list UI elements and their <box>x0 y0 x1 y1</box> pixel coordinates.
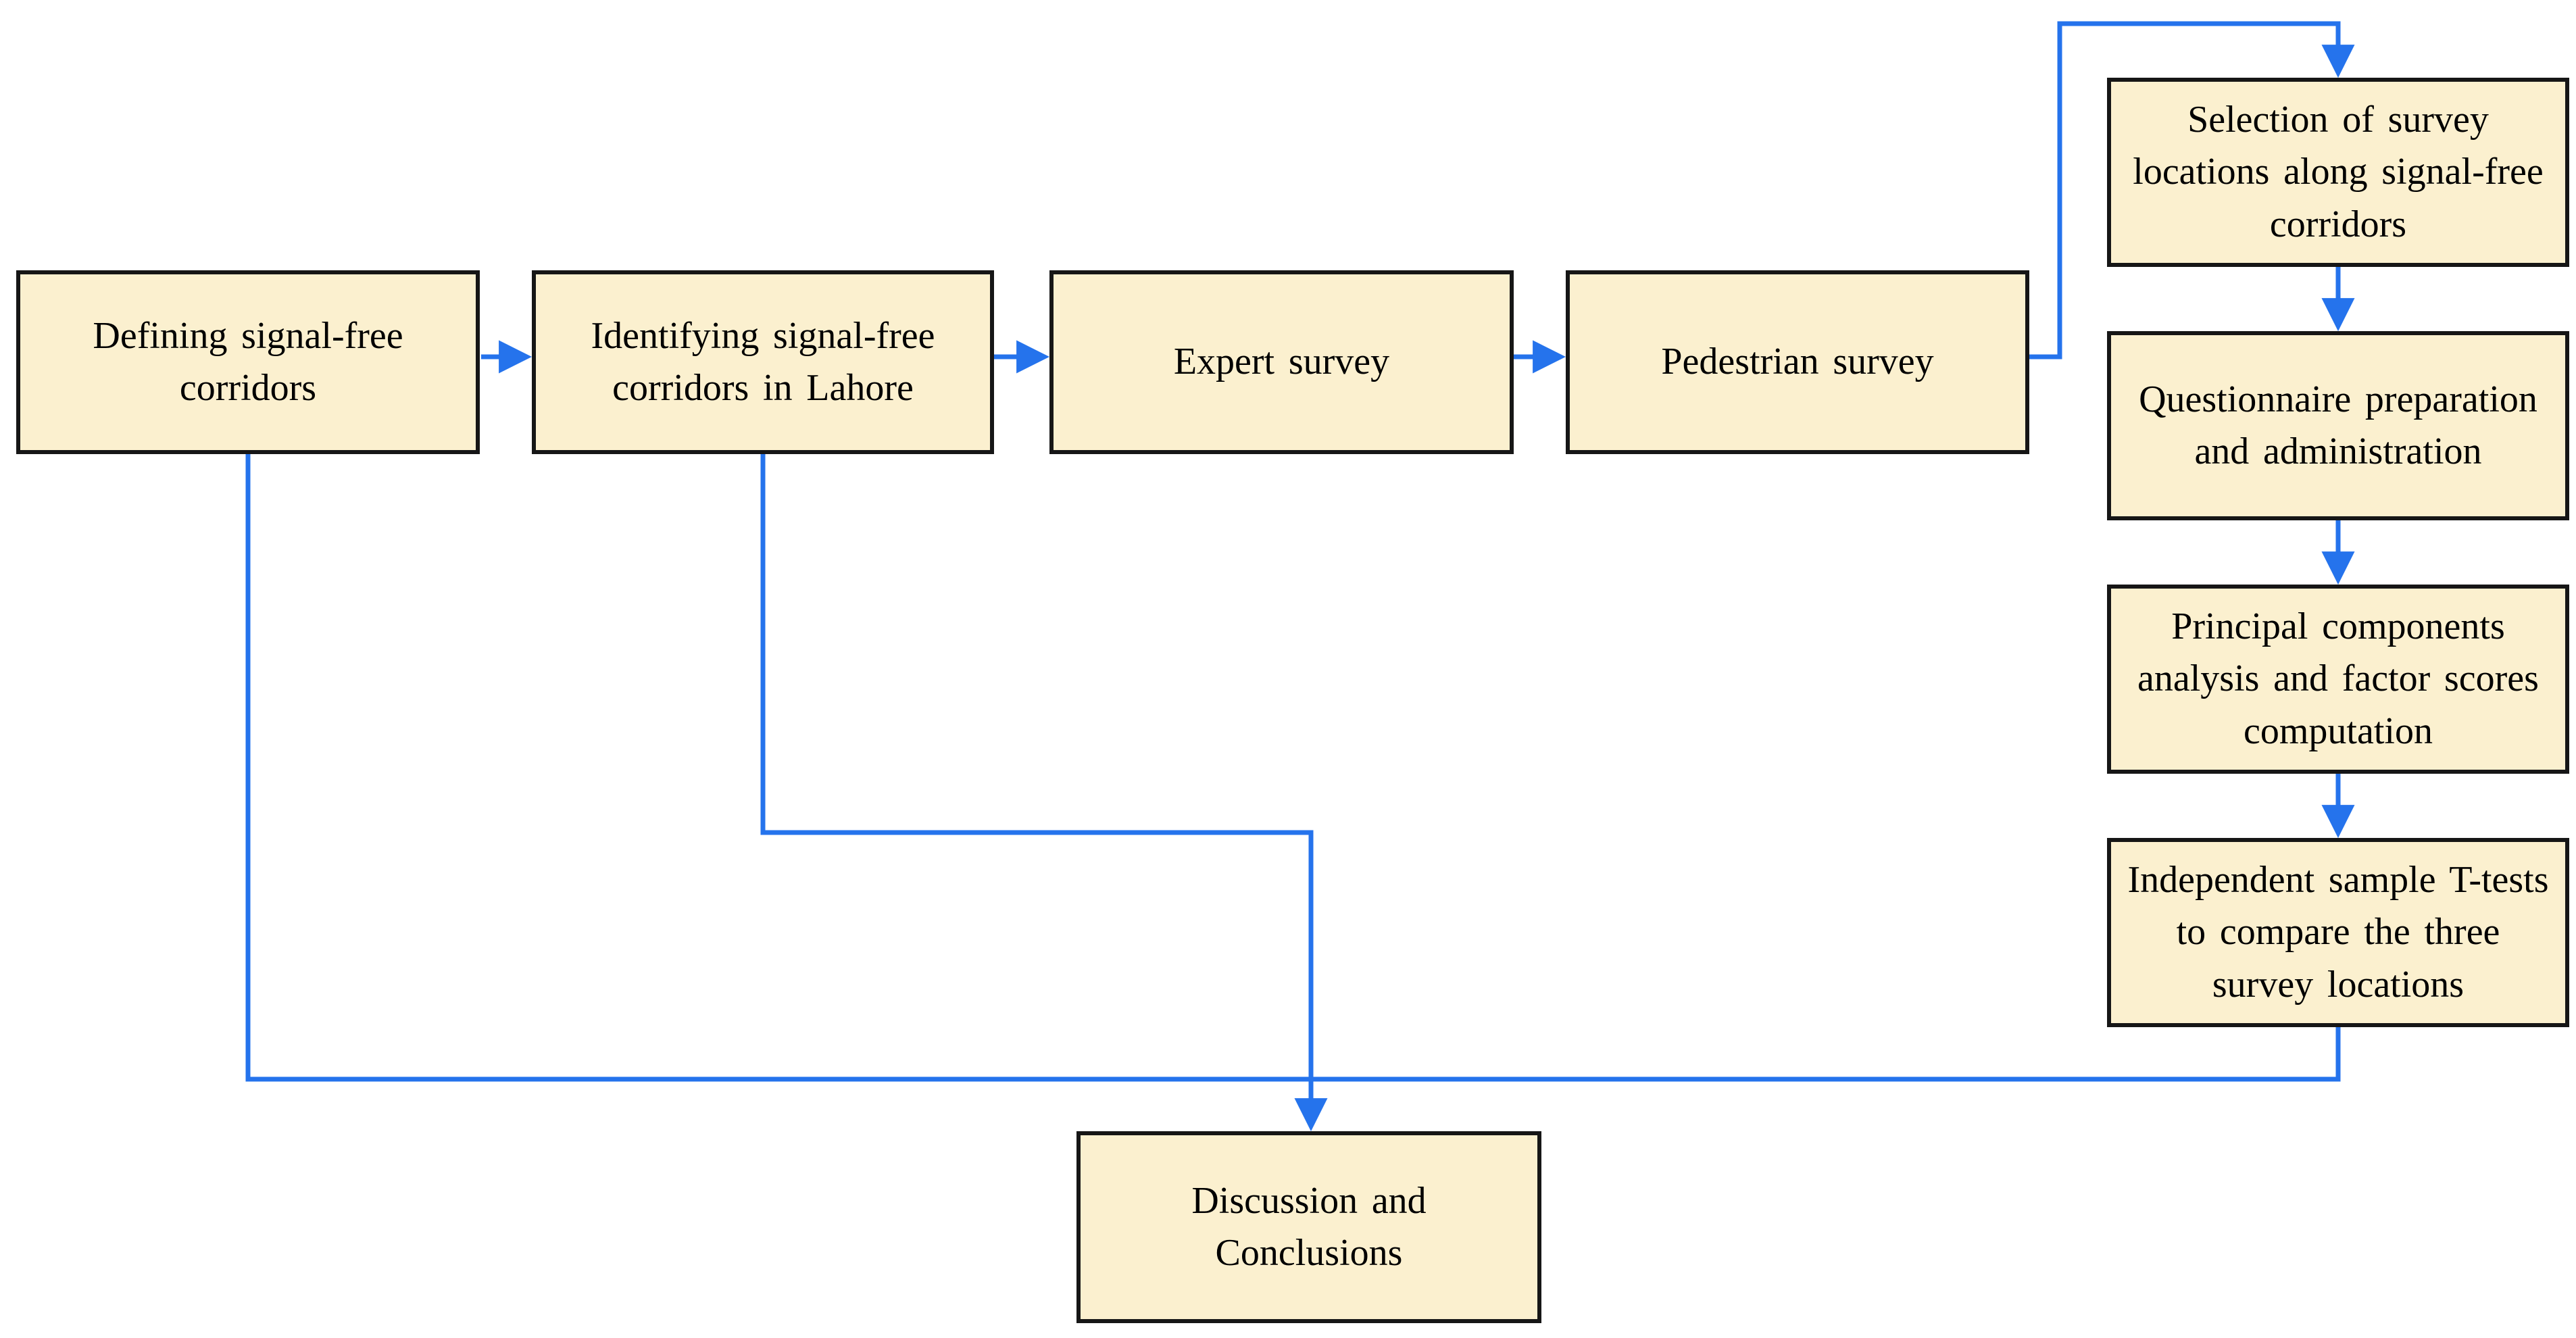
node-label: Defining signal-free corridors <box>93 314 403 409</box>
connector-identifying-to-discussion <box>760 454 1328 1132</box>
node-label: Principal components analysis and factor… <box>2137 605 2539 752</box>
node-label: Expert survey <box>1173 341 1390 383</box>
node-defining-signal-free-corridors: Defining signal-free corridors <box>16 270 480 454</box>
node-questionnaire-preparation: Questionnaire preparation and administra… <box>2107 331 2569 520</box>
node-label: Discussion and Conclusions <box>1191 1179 1427 1274</box>
node-discussion-and-conclusions: Discussion and Conclusions <box>1076 1131 1541 1323</box>
node-label: Pedestrian survey <box>1661 341 1934 383</box>
node-label: Independent sample T-tests to compare th… <box>2127 859 2549 1006</box>
node-label: Identifying signal-free corridors in Lah… <box>591 314 935 409</box>
node-expert-survey: Expert survey <box>1049 270 1514 454</box>
node-principal-components-analysis: Principal components analysis and factor… <box>2107 585 2569 774</box>
node-identifying-corridors-lahore: Identifying signal-free corridors in Lah… <box>532 270 994 454</box>
connector-ttests-and-defining-bus <box>245 454 2341 1082</box>
node-selection-of-survey-locations: Selection of survey locations along sign… <box>2107 78 2569 267</box>
connector-pedestrian-to-selection <box>2029 21 2355 360</box>
node-pedestrian-survey: Pedestrian survey <box>1566 270 2029 454</box>
node-label: Selection of survey locations along sign… <box>2133 99 2544 245</box>
node-independent-sample-t-tests: Independent sample T-tests to compare th… <box>2107 838 2569 1027</box>
node-label: Questionnaire preparation and administra… <box>2139 378 2537 472</box>
